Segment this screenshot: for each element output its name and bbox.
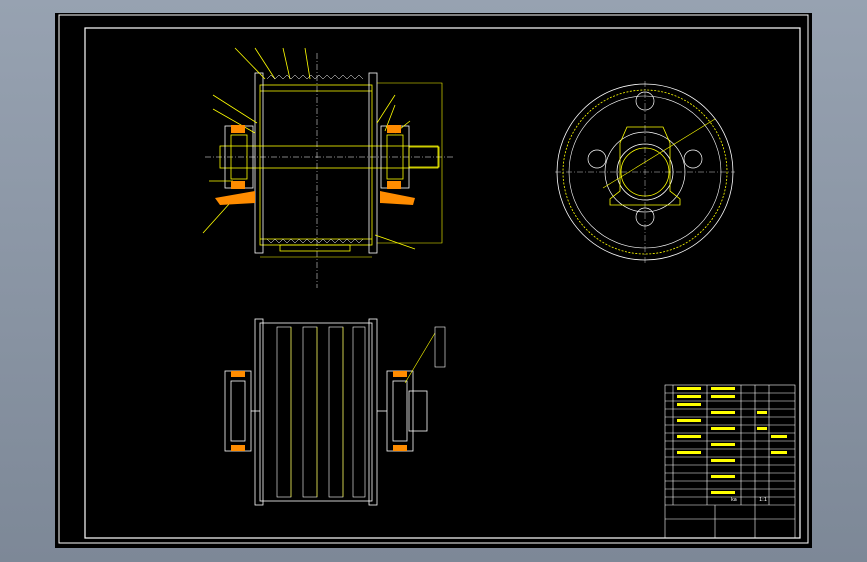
inner-frame [84, 27, 801, 539]
parts-list-entries [677, 387, 787, 494]
hatch-accents [215, 125, 415, 205]
title-block-label: ka [731, 497, 737, 503]
title-block-mark: 1:1 [759, 497, 767, 503]
cad-drawing: ka 1:1 [58, 14, 809, 544]
section-view [202, 47, 455, 288]
drawing-sheet: ka 1:1 [55, 13, 812, 548]
outer-frame [58, 14, 809, 544]
rope-grooves-top [266, 74, 364, 244]
front-view-accents [231, 371, 407, 451]
parts-list [664, 384, 796, 539]
end-view [555, 81, 735, 263]
front-view [224, 318, 446, 506]
